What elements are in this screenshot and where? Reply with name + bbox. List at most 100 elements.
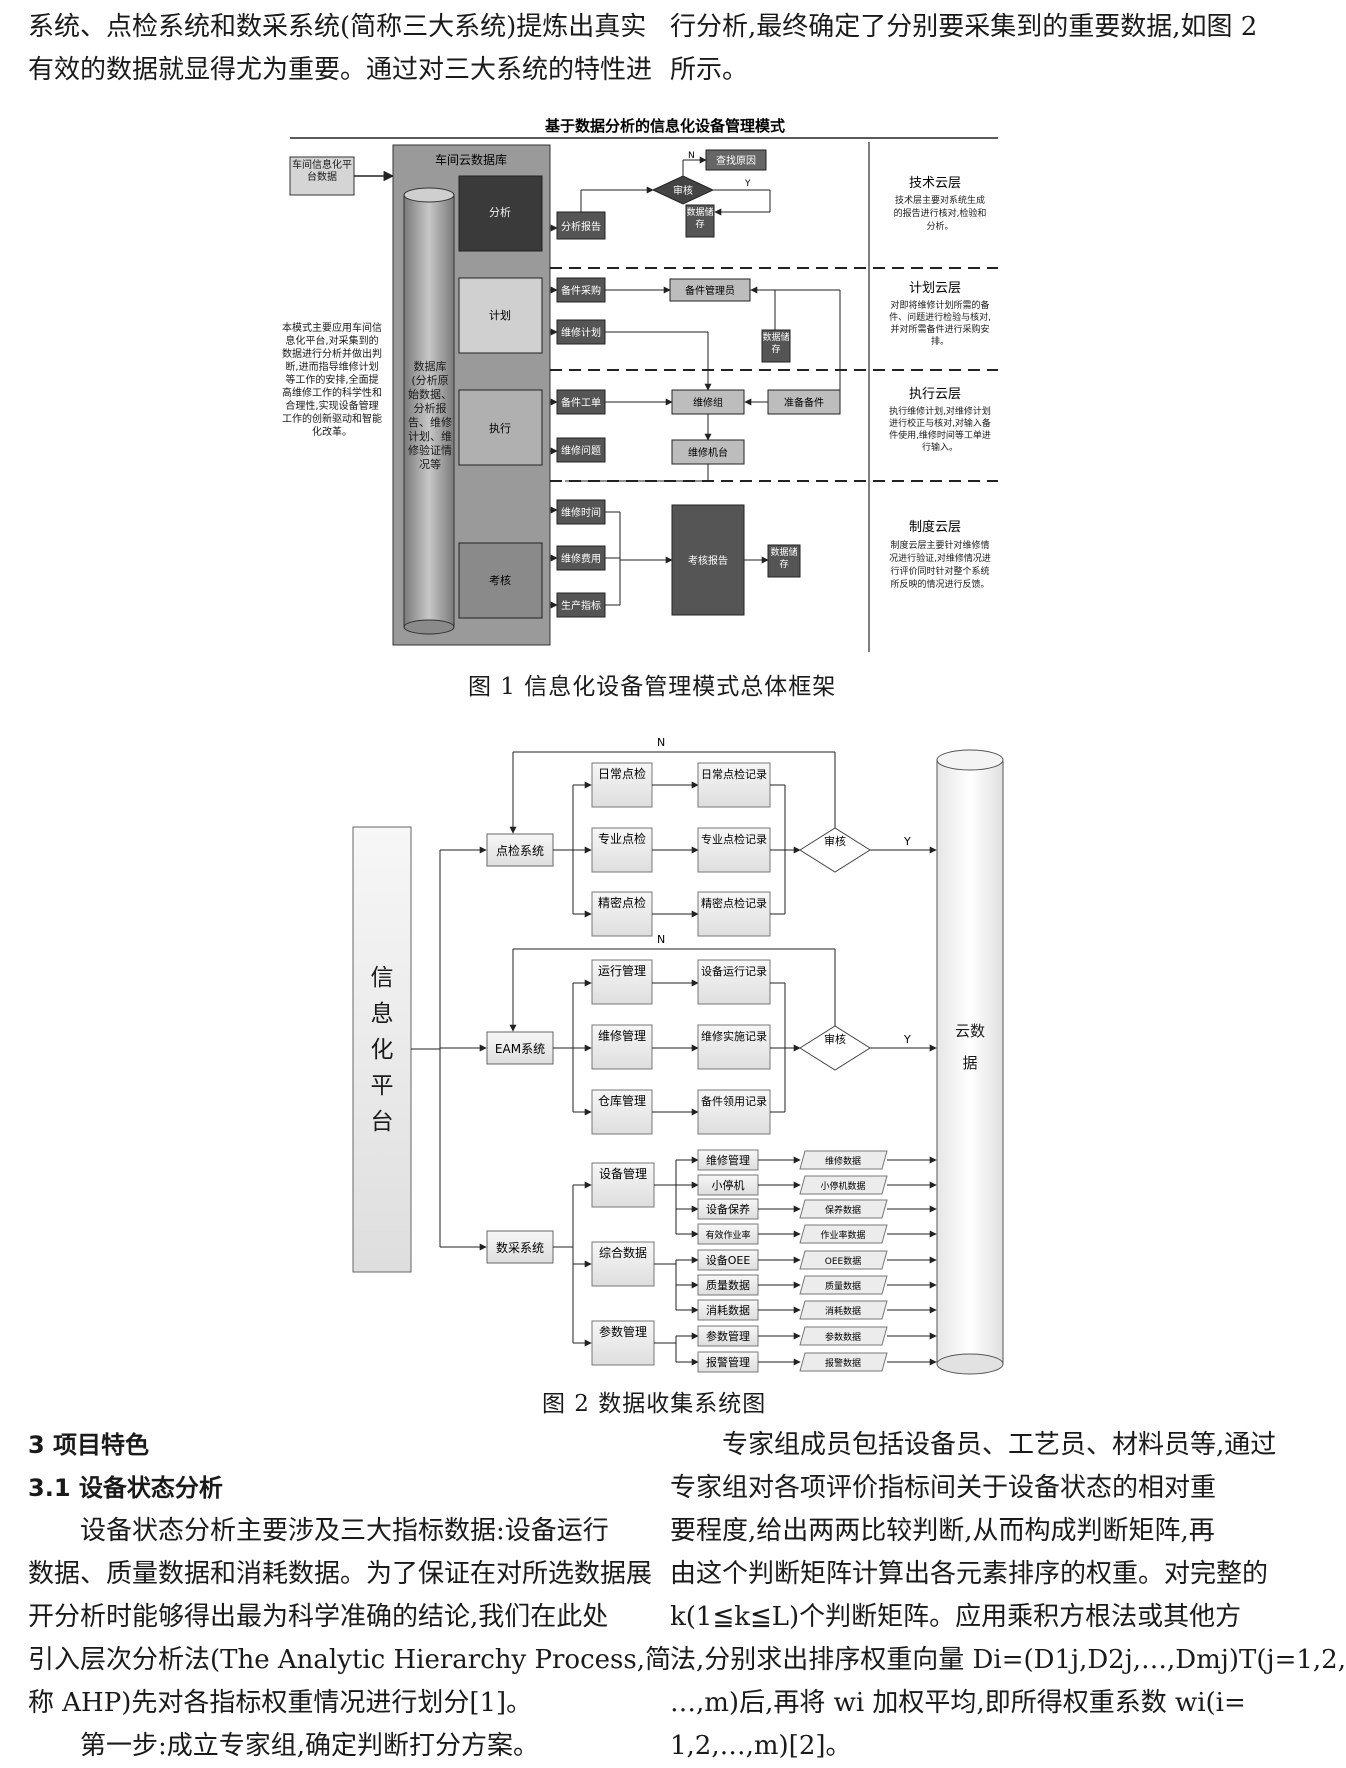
text-line: 开分析时能够得出最为科学准确的结论,我们在此处 (28, 1602, 609, 1632)
text-line: 专家组对各项评价指标间关于设备状态的相对重 (670, 1473, 1217, 1503)
collect-output (799, 1300, 888, 1320)
inspection-no-label: N (657, 736, 665, 749)
collect-output (799, 1250, 888, 1270)
inspection-item (591, 891, 653, 937)
collect-output-label: 维修数据 (825, 1155, 861, 1167)
text-line: 行分析,最终确定了分别要采集到的重要数据,如图 2 (670, 12, 1258, 42)
production-index-label: 生产指标 (561, 599, 601, 612)
text-line: 系统、点检系统和数采系统(简称三大系统)提炼出真实 (28, 12, 647, 42)
collect-output-label: 质量数据 (825, 1280, 861, 1292)
bottom-left-column: 3 项目特色 3.1 设备状态分析 设备状态分析主要涉及三大指标数据:设备运行 … (28, 1424, 671, 1768)
inspection-item-label: 专业点检 (598, 831, 646, 846)
inspection-system-label: 点检系统 (496, 843, 544, 858)
prepare-parts-label: 准备备件 (784, 396, 824, 409)
repair-issue-label: 维修问题 (561, 444, 601, 457)
layer-desc: 制度云层主要针对维修情况进行验证,对维修情况进行评价同时针对整个系统所反映的情况… (889, 541, 991, 590)
inspection-item-label: 日常点检 (598, 766, 646, 781)
layer-title: 技术云层 (909, 176, 961, 191)
parts-admin-label: 备件管理员 (685, 284, 735, 297)
collect-group-label: 设备管理 (599, 1166, 647, 1181)
bottom-right-column: 专家组成员包括设备员、工艺员、材料员等,通过 专家组对各项评价指标间关于设备状态… (670, 1424, 1346, 1768)
text-line: 由这个判断矩阵计算出各元素排序的权重。对完整的 (670, 1559, 1269, 1589)
eam-record-label: 备件领用记录 (701, 1094, 767, 1108)
eam-review-label: 审核 (824, 1032, 846, 1046)
collect-item-label: 设备保养 (706, 1202, 750, 1216)
analysis-report-label: 分析报告 (561, 220, 601, 233)
collect-system-box (486, 1230, 554, 1264)
collect-group (591, 1320, 655, 1366)
eam-system-box (486, 1031, 554, 1065)
layer-title: 制度云层 (909, 519, 961, 535)
repair-cost-box (556, 545, 606, 571)
collect-output-label: OEE数据 (825, 1255, 861, 1267)
collect-item-label: 消耗数据 (706, 1303, 750, 1317)
source-box-label: 车间信息化平台数据 (292, 160, 352, 183)
stage-analysis-label: 分析 (489, 205, 511, 219)
text-line: 第一步:成立专家组,确定判断打分方案。 (80, 1731, 540, 1761)
find-cause-box (705, 149, 767, 171)
cylinder-text: 数据库(分析原始数据、分析报告、维修计划、维修验证情况等 (408, 360, 452, 471)
repair-station-label: 维修机台 (688, 446, 728, 459)
assess-report-label: 考核报告 (688, 554, 728, 567)
repair-plan-box (556, 319, 606, 345)
cloud-cylinder-top (936, 749, 1004, 771)
stage-plan-label: 计划 (489, 309, 511, 322)
figure-2: 信息化平台 云数据 点检系统 日常点检 专业点检 精密点检 日常点检记录 (352, 736, 1004, 1375)
stage-execute (458, 389, 543, 466)
text-line: 数据、质量数据和消耗数据。为了保证在对所选数据展 (28, 1559, 653, 1589)
cylinder-bottom (403, 619, 455, 635)
repair-group-box (671, 389, 745, 415)
text-line: 1,2,…,m)[2]。 (670, 1731, 852, 1761)
collect-items: 维修管理 小停机 设备保养 有效作业率 设备OEE 质量数据 消耗数据 参数管理 (676, 1149, 759, 1373)
inspection-review-label: 审核 (824, 834, 846, 848)
eam-no-label: N (657, 933, 665, 946)
layer-desc: 对即将维修计划所需的备件、问题进行检验与核对,并对所需备件进行采购安排。 (889, 301, 991, 347)
inspection-item (591, 762, 653, 808)
collect-output-label: 小停机数据 (820, 1180, 865, 1192)
text-line: 有效的数据就显得尤为重要。通过对三大系统的特性进 (28, 55, 653, 85)
plan-data-storage (761, 329, 791, 363)
stage-execute-label: 执行 (489, 421, 511, 435)
eam-item (591, 1089, 653, 1135)
repair-station-box (671, 439, 745, 465)
collect-output-label: 保养数据 (825, 1204, 861, 1216)
figure-1-intro: 本模式主要应用车间信息化平台,对采集到的数据进行分析并做出判断,进而指导维修计划… (282, 323, 382, 438)
stage-assess-label: 考核 (489, 573, 511, 587)
parts-purchase-label: 备件采购 (561, 284, 601, 297)
stage-assess (458, 542, 543, 619)
figure-1-title: 基于数据分析的信息化设备管理模式 (544, 117, 785, 135)
db-label: 车间云数据库 (435, 152, 507, 167)
repair-issue-box (556, 437, 606, 463)
eam-record-label: 设备运行记录 (701, 964, 767, 978)
eam-record (697, 1024, 771, 1070)
text-line: k(1≦k≦L)个判断矩阵。应用乘积方根法或其他方 (670, 1602, 1242, 1632)
eam-record (697, 959, 771, 1005)
collect-group (591, 1241, 655, 1287)
text-line: 引入层次分析法(The Analytic Hierarchy Process,简 (28, 1645, 671, 1675)
review-no-label: N (688, 151, 695, 161)
repair-time-label: 维修时间 (561, 506, 601, 519)
collect-output (799, 1275, 888, 1295)
eam-item (591, 1024, 653, 1070)
collect-output (799, 1150, 888, 1170)
assess-data-storage-label: 数据储存 (770, 548, 797, 570)
subsection-heading: 3.1 设备状态分析 (28, 1474, 223, 1502)
collect-output (799, 1352, 888, 1372)
text-line: 称 AHP)先对各指标权重情况进行划分[1]。 (28, 1688, 533, 1718)
collect-system-label: 数采系统 (496, 1240, 544, 1255)
collect-group-label: 参数管理 (599, 1324, 647, 1339)
text-line: 要程度,给出两两比较判断,从而构成判断矩阵,再 (670, 1516, 1215, 1546)
inspection-record (697, 827, 771, 873)
collect-item-label: 参数管理 (706, 1329, 750, 1343)
collect-outputs: 维修数据 小停机数据 保养数据 作业率数据 OEE数据 质量数据 消耗数据 参数… (758, 1150, 888, 1372)
collect-item-label: 设备OEE (706, 1253, 751, 1267)
parts-ticket-label: 备件工单 (561, 396, 601, 409)
inspection-system-box (486, 833, 554, 867)
plan-data-storage-label: 数据储存 (762, 333, 789, 355)
collect-item-label: 质量数据 (706, 1278, 750, 1292)
layer-title: 执行云层 (909, 387, 961, 402)
text-line: …,m)后,再将 wi 加权平均,即所得权重系数 wi(i= (670, 1688, 1246, 1718)
collect-item-label: 维修管理 (706, 1153, 750, 1167)
eam-record-label: 维修实施记录 (701, 1029, 767, 1043)
collect-item-label: 小停机 (712, 1178, 745, 1192)
